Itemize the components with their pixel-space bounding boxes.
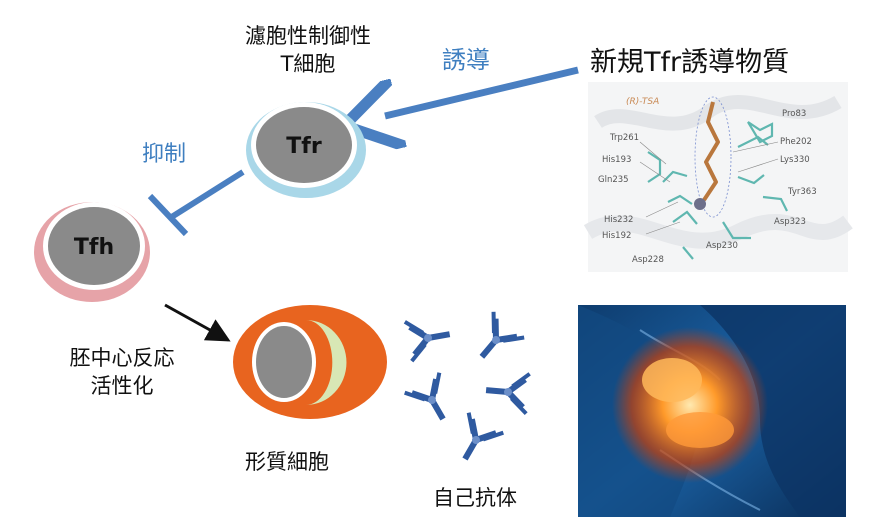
tfr-label-line1: 濾胞性制御性 (245, 24, 371, 48)
tfr-label-line2: T細胞 (280, 52, 336, 77)
knee-image (578, 305, 846, 517)
structure-label-gln235: Gln235 (598, 175, 629, 185)
activation-arrow (164, 303, 231, 342)
structure-label-lys330: Lys330 (780, 155, 810, 165)
autoantibody-label: 自己抗体 (433, 486, 517, 510)
molecular-structure-image: (R)-TSA Pro83 Phe202 Trp261 Lys330 His19… (583, 82, 853, 272)
structure-label-his232: His232 (604, 215, 633, 225)
tfr-cell: Tfr (246, 102, 366, 198)
induce-label: 誘導 (442, 46, 490, 74)
germinal-center-line2: 活性化 (90, 374, 154, 399)
tfr-cell-name: Tfr (286, 134, 322, 159)
plasma-cell (233, 305, 387, 419)
antibody-4 (484, 370, 529, 414)
structure-label-pro83: Pro83 (782, 109, 806, 119)
inhibit-line (147, 169, 245, 237)
antibody-3 (405, 373, 461, 429)
germinal-center-label: 胚中心反応 活性化 (42, 344, 202, 401)
structure-label-asp228: Asp228 (632, 255, 664, 265)
tfr-label: 濾胞性制御性 T細胞 (208, 22, 408, 79)
structure-label-asp323: Asp323 (774, 217, 806, 227)
structure-label-trp261: Trp261 (609, 133, 639, 143)
induce-arrow (385, 66, 579, 116)
tfh-cell-name: Tfh (74, 235, 114, 260)
structure-label-his192: His192 (602, 231, 631, 241)
antibody-2 (467, 312, 525, 370)
structure-label-his193: His193 (602, 155, 631, 165)
structure-label-phe202: Phe202 (780, 137, 812, 147)
structure-label-tsa: (R)-TSA (626, 97, 659, 107)
antibody-group (405, 312, 530, 469)
compound-title: 新規Tfr誘導物質 (590, 47, 790, 78)
tfh-cell: Tfh (34, 202, 150, 302)
inhibit-label: 抑制 (142, 142, 187, 167)
structure-label-asp230: Asp230 (706, 241, 738, 251)
germinal-center-line1: 胚中心反応 (69, 346, 175, 370)
antibody-5 (448, 413, 504, 469)
plasma-cell-label: 形質細胞 (245, 450, 329, 474)
antibody-1 (405, 314, 453, 361)
structure-label-tyr363: Tyr363 (787, 187, 817, 197)
